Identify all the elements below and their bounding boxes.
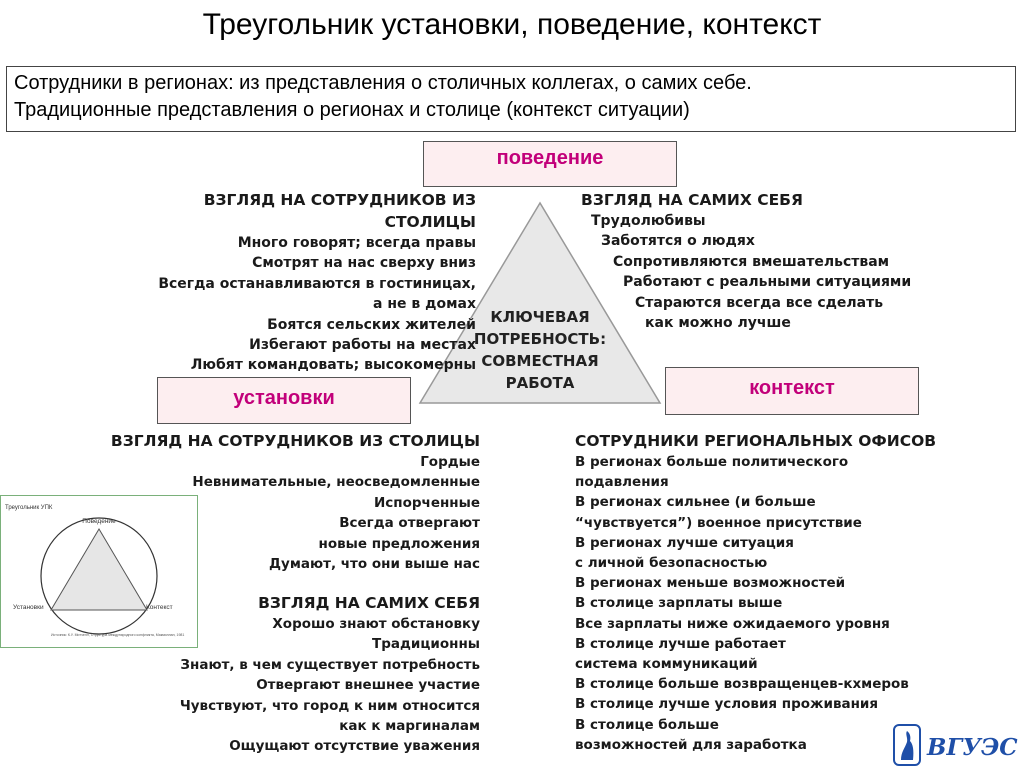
- list-item: а не в домах: [373, 296, 476, 313]
- list-item: В столице лучше условия проживания: [575, 696, 879, 713]
- triangle-line-4: РАБОТА: [506, 374, 575, 392]
- list-item: Много говорят; всегда правы: [237, 235, 476, 251]
- list-item: как к маргиналам: [339, 718, 480, 735]
- list-item: Невнимательные, неосведомленные: [192, 474, 480, 491]
- thumbnail-circle: [40, 517, 158, 635]
- context-box: контекст: [665, 367, 919, 415]
- list-item: Избегают работы на местах: [249, 337, 476, 354]
- list-item: В регионах сильнее (и больше: [575, 494, 816, 511]
- list-item: Гордые: [420, 454, 480, 470]
- block-heading: ВЗГЛЯД НА СОТРУДНИКОВ ИЗ: [203, 191, 476, 209]
- list-item: В столице зарплаты выше: [575, 595, 783, 612]
- list-item: Трудолюбивы: [591, 213, 706, 229]
- triangle-line-2: ПОТРЕБНОСТЬ:: [474, 330, 606, 348]
- list-item: В регионах больше политического: [575, 454, 849, 470]
- list-item: Думают, что они выше нас: [269, 556, 480, 573]
- thumbnail-label-right: Контекст: [146, 604, 173, 611]
- list-item: Сопротивляются вмешательствам: [613, 253, 890, 270]
- thumbnail-diagram: Треугольник УПК Поведение Установки Конт…: [5, 505, 184, 637]
- behavior-box: поведение: [423, 141, 677, 187]
- logo-text: ВГУЭС: [926, 734, 1018, 761]
- intro-box: Сотрудники в регионах: из представления …: [6, 66, 1016, 132]
- self-view-top: ВЗГЛЯД НА САМИХ СЕБЯ Трудолюбивы Заботят…: [581, 189, 911, 333]
- logo-graphic: ВГУЭС: [893, 724, 1018, 766]
- regional-staff-block: СОТРУДНИКИ РЕГИОНАЛЬНЫХ ОФИСОВ В региона…: [575, 430, 936, 755]
- triangle-line-1: КЛЮЧЕВАЯ: [490, 308, 589, 326]
- thumbnail-title: Треугольник УПК: [5, 505, 53, 511]
- list-item: Ощущают отсутствие уважения: [229, 738, 480, 755]
- thumbnail-triangle: [50, 528, 148, 611]
- block-heading: ВЗГЛЯД НА СОТРУДНИКОВ ИЗ СТОЛИЦЫ: [110, 432, 480, 450]
- list-item: “чувствуется”) военное присутствие: [575, 514, 862, 531]
- list-item: с личной безопасностью: [575, 555, 768, 572]
- list-item: Заботятся о людях: [601, 233, 755, 250]
- list-item: Стараются всегда все сделать: [635, 294, 884, 311]
- list-item: Все зарплаты ниже ожидаемого уровня: [575, 615, 890, 632]
- list-item: Знают, в чем существует потребность: [180, 656, 480, 673]
- list-item: В регионах меньше возможностей: [575, 575, 846, 592]
- list-item: В столице лучше работает: [575, 635, 786, 652]
- attitudes-box: установки: [157, 377, 411, 424]
- intro-line-1: Сотрудники в регионах: из представления …: [14, 72, 752, 94]
- block-heading: СТОЛИЦЫ: [384, 213, 476, 231]
- list-item: новые предложения: [318, 535, 480, 552]
- list-item: Традиционны: [372, 636, 480, 653]
- list-item: Любят командовать; высокомерны: [190, 357, 476, 374]
- block-heading: ВЗГЛЯД НА САМИХ СЕБЯ: [258, 594, 480, 612]
- capital-staff-view-bottom: ВЗГЛЯД НА СОТРУДНИКОВ ИЗ СТОЛИЦЫ Гордые …: [111, 430, 480, 574]
- page-title: Треугольник установки, поведение, контек…: [202, 8, 822, 41]
- thumbnail-label-top: Поведение: [82, 518, 116, 525]
- list-item: Испорченные: [373, 494, 480, 511]
- thumbnail-source: Источник: К.У. Митчелл, Структура междун…: [51, 633, 184, 637]
- list-item: Всегда останавливаются в гостиницах,: [158, 275, 476, 292]
- capital-staff-view-top: ВЗГЛЯД НА СОТРУДНИКОВ ИЗ СТОЛИЦЫ Много г…: [158, 189, 476, 376]
- list-item: Хорошо знают обстановку: [272, 616, 480, 632]
- list-item: система коммуникаций: [575, 656, 758, 673]
- list-item: Чувствуют, что город к ним относится: [179, 697, 480, 714]
- list-item: Работают с реальными ситуациями: [623, 274, 912, 291]
- triangle-line-3: СОВМЕСТНАЯ: [481, 352, 598, 370]
- logo-emblem-figure: [901, 731, 914, 760]
- list-item: В столице больше: [575, 716, 719, 733]
- block-heading: ВЗГЛЯД НА САМИХ СЕБЯ: [581, 191, 803, 209]
- triangle-thumbnail: Треугольник УПК Поведение Установки Конт…: [0, 495, 198, 648]
- block-heading: СОТРУДНИКИ РЕГИОНАЛЬНЫХ ОФИСОВ: [575, 432, 937, 450]
- triangle-shape: [418, 201, 662, 404]
- list-item: Смотрят на нас сверху вниз: [252, 255, 476, 272]
- list-item: В столице больше возвращенцев-кхмеров: [575, 676, 909, 693]
- self-view-bottom: ВЗГЛЯД НА САМИХ СЕБЯ Хорошо знают обстан…: [180, 592, 480, 757]
- list-item: Боятся сельских жителей: [267, 316, 476, 333]
- thumbnail-label-left: Установки: [13, 604, 44, 611]
- list-item: Отвергают внешнее участие: [256, 677, 480, 694]
- list-item: подавления: [575, 474, 669, 491]
- list-item: возможностей для заработка: [575, 736, 807, 753]
- intro-line-2: Традиционные представления о регионах и …: [14, 99, 690, 121]
- list-item: как можно лучше: [645, 315, 791, 332]
- list-item: В регионах лучше ситуация: [575, 534, 794, 551]
- university-logo: ВГУЭС: [893, 724, 1021, 766]
- list-item: Всегда отвергают: [339, 515, 480, 532]
